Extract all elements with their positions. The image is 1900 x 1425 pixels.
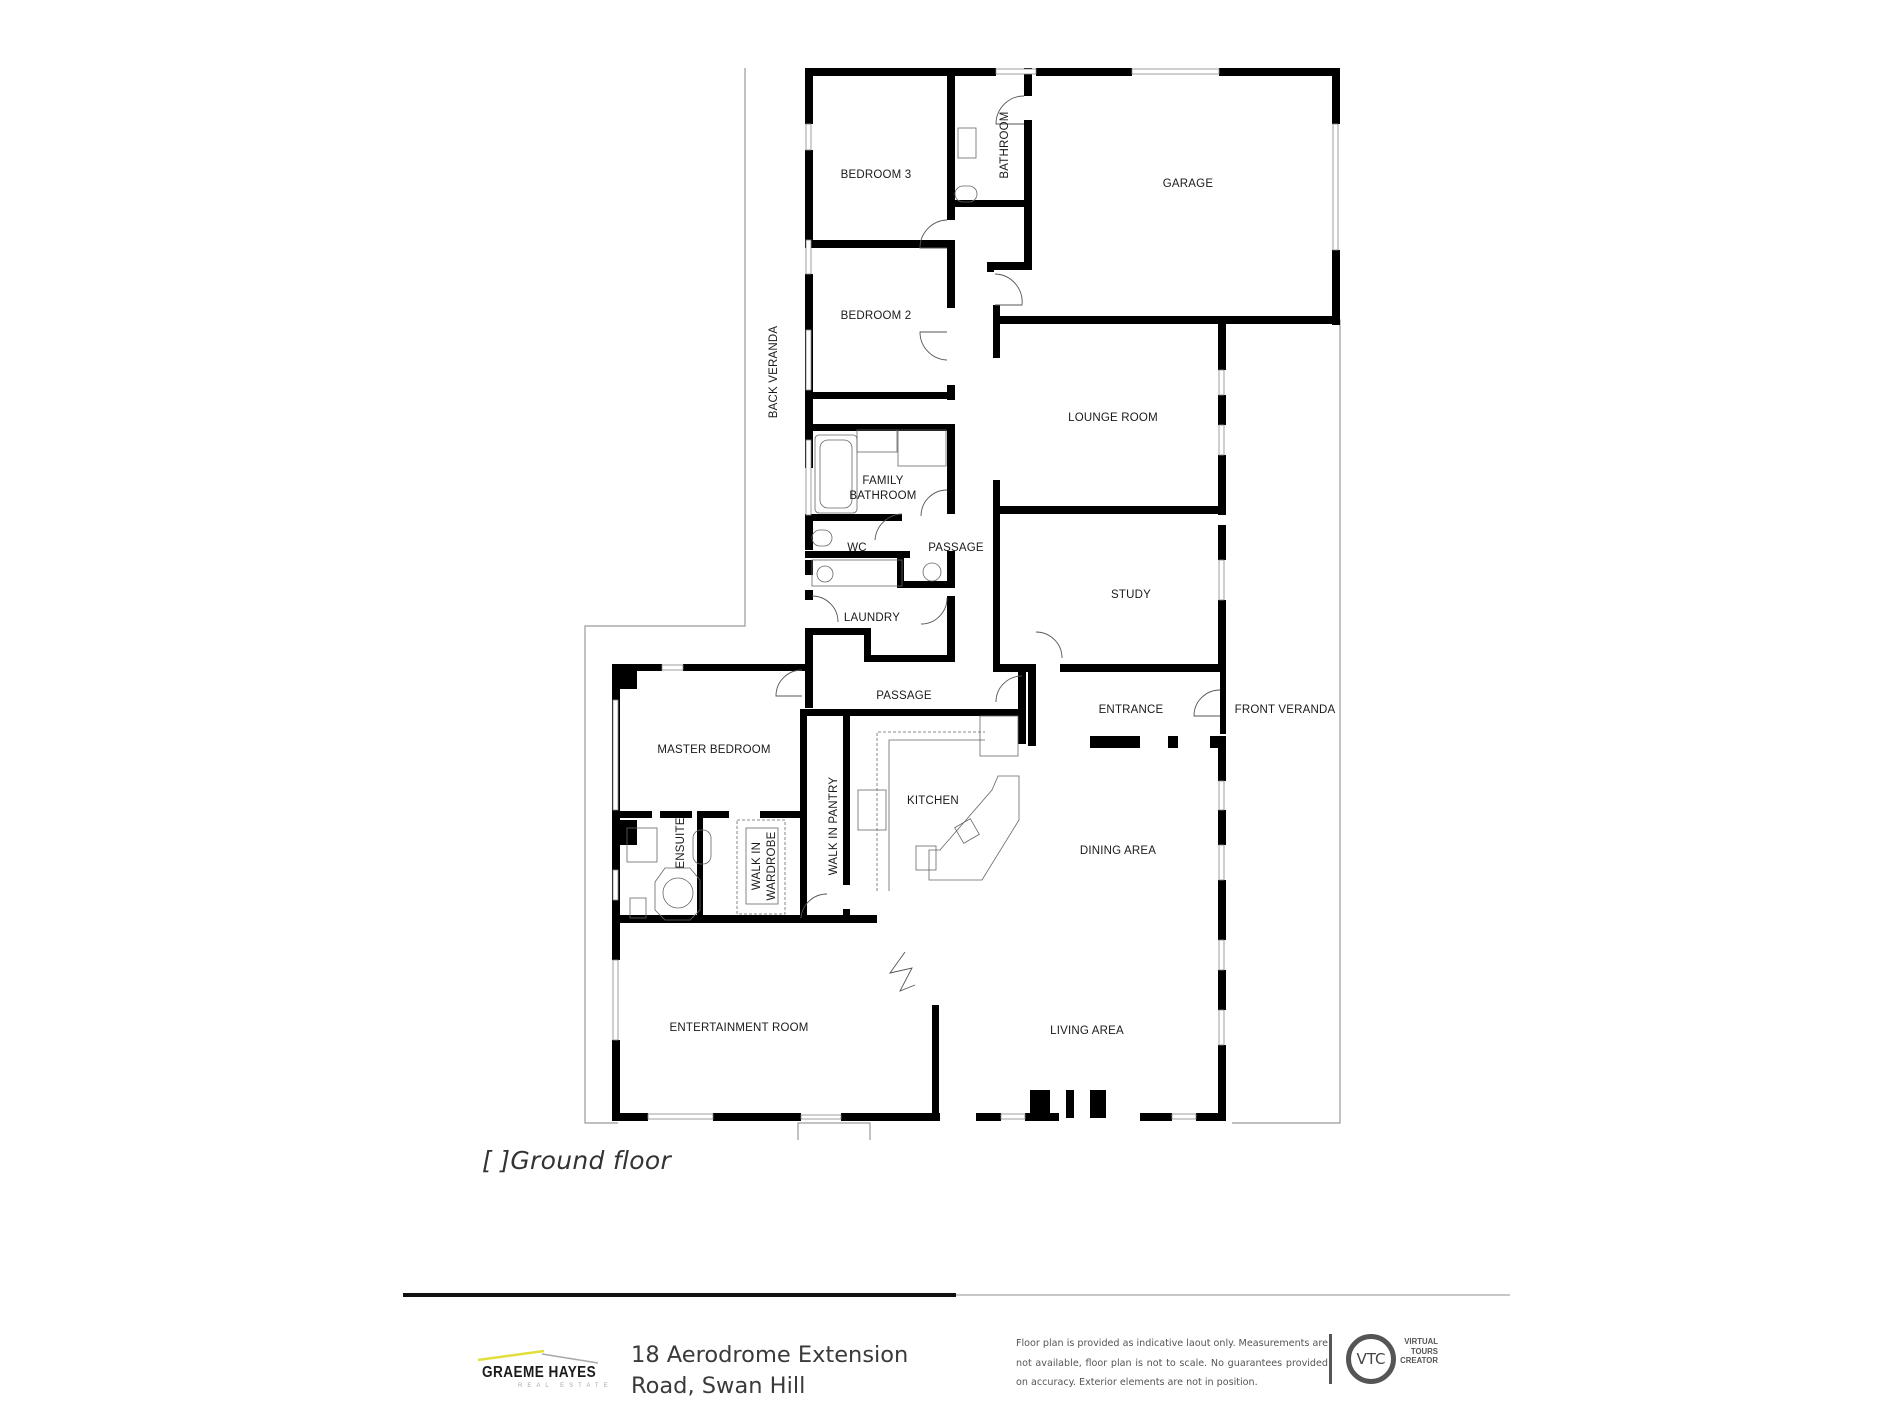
label-kitchen: KITCHEN [907,795,959,807]
label-passage-lower: PASSAGE [876,690,932,702]
agency-name: GRAEME HAYES [482,1364,597,1381]
label-back-veranda: BACK VERANDA [768,326,780,419]
vtc-line-1: VIRTUAL [1404,1337,1438,1346]
label-entertainment-room: ENTERTAINMENT ROOM [669,1022,808,1034]
footer-vertical-divider [1329,1334,1332,1384]
disclaimer-text: Floor plan is provided as indicative lao… [1016,1338,1328,1388]
label-garage: GARAGE [1163,178,1214,190]
label-ensuite: ENSUITE [675,817,687,868]
footer-divider-light [956,1294,1510,1296]
doors [775,95,1221,992]
label-wc: WC [847,542,867,554]
label-bedroom-2: BEDROOM 2 [841,310,912,322]
label-entrance: ENTRANCE [1099,704,1164,716]
address-line-2: Road, Swan Hill [631,1373,806,1399]
label-bedroom-3: BEDROOM 3 [841,169,912,181]
label-passage-upper: PASSAGE [928,542,984,554]
label-front-veranda: FRONT VERANDA [1235,704,1336,716]
room-labels: BEDROOM 3 BATHROOM GARAGE BEDROOM 2 BACK… [657,111,1335,1037]
address-line-1: 18 Aerodrome Extension [631,1342,909,1368]
label-lounge-room: LOUNGE ROOM [1068,412,1158,424]
label-family-bathroom-2: BATHROOM [849,490,916,502]
floor-plan: BEDROOM 3 BATHROOM GARAGE BEDROOM 2 BACK… [584,68,1341,1140]
agency-logo: GRAEME HAYES REAL ESTATE [474,1338,608,1394]
label-dining-area: DINING AREA [1080,845,1156,857]
label-walk-in-wardrobe-2: WARDROBE [766,831,778,900]
label-bathroom: BATHROOM [999,111,1011,178]
label-walk-in-wardrobe-1: WALK IN [751,842,763,890]
windows [612,68,1339,1120]
vtc-badge-icon: VTC [1346,1334,1396,1384]
agency-sub: REAL ESTATE [518,1383,613,1389]
label-family-bathroom-1: FAMILY [862,475,903,487]
veranda-outlines [584,68,1341,1140]
vtc-badge-text: VTC [1356,1350,1386,1368]
vtc-wordmark: VIRTUAL TOURS CREATOR [1396,1337,1438,1366]
walls [612,68,1340,1121]
label-master-bedroom: MASTER BEDROOM [657,744,770,756]
vtc-line-2: TOURS [1410,1346,1438,1356]
fixtures [626,127,1020,921]
label-walk-in-pantry: WALK IN PANTRY [828,777,840,876]
label-study: STUDY [1111,589,1151,601]
property-address: 18 Aerodrome Extension Road, Swan Hill [631,1340,908,1402]
label-laundry: LAUNDRY [844,612,900,624]
vtc-line-3: CREATOR [1400,1356,1438,1365]
vtc-logo: VTC VIRTUAL TOURS CREATOR [1346,1334,1496,1390]
label-living-area: LIVING AREA [1050,1025,1124,1037]
footer-divider-dark [403,1293,956,1297]
floor-label: [ ]Ground floor [482,1146,672,1175]
roof-icon [477,1349,599,1364]
